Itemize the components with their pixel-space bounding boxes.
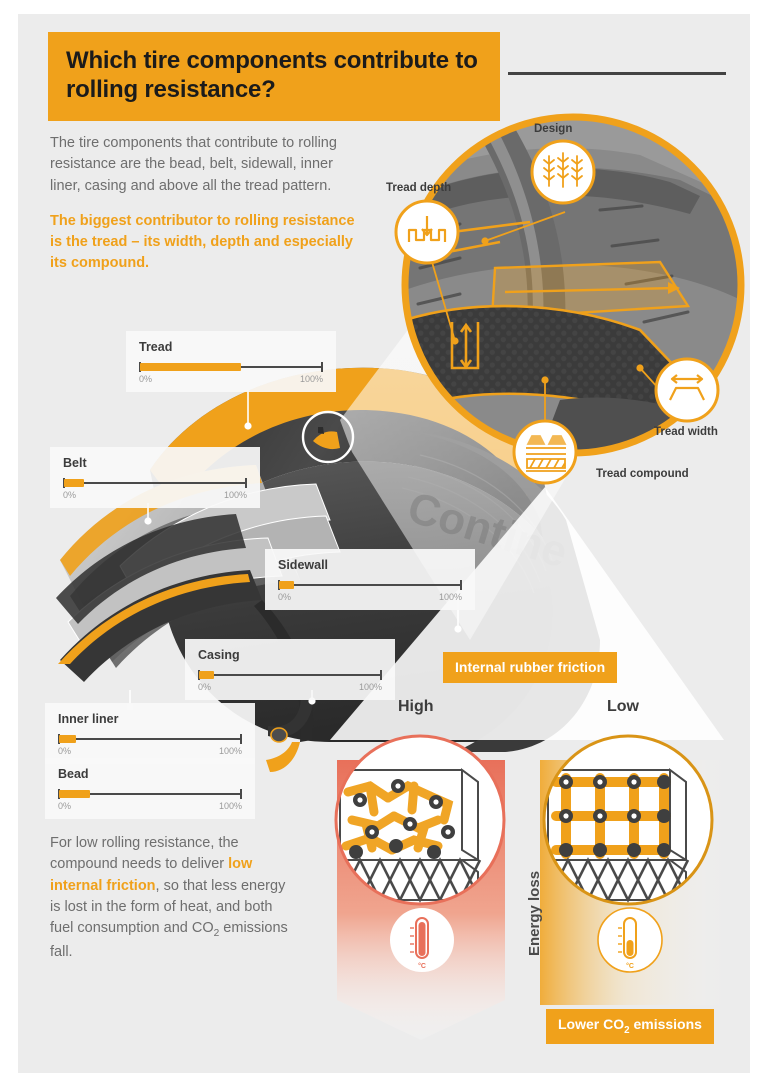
- slider-track: [199, 674, 381, 676]
- component-label: Sidewall: [278, 558, 329, 572]
- svg-text:°C: °C: [626, 962, 634, 970]
- internal-friction-badge: Internal rubber friction: [443, 652, 618, 683]
- slider-track: [59, 793, 241, 795]
- component-card-sidewall[interactable]: Sidewall 0% 100%: [265, 549, 475, 610]
- lower-co2-pre: Lower CO: [558, 1016, 625, 1032]
- outro-l6pre: fuel consumption and CO: [50, 920, 214, 937]
- callout-icon-tread-depth: [394, 199, 460, 265]
- component-slider[interactable]: [139, 362, 323, 372]
- intro-paragraph: The tire components that contribute to r…: [50, 135, 337, 194]
- component-label: Bead: [58, 767, 89, 781]
- component-label: Casing: [198, 648, 240, 662]
- scale-min: 0%: [198, 682, 212, 692]
- slider-cap-right: [380, 670, 382, 680]
- outro-block: For low rolling resistance, the compound…: [50, 833, 290, 963]
- scale-min: 0%: [58, 746, 72, 756]
- slider-track: [59, 738, 241, 740]
- intro-highlight: The biggest contributor to rolling resis…: [50, 212, 355, 271]
- component-slider[interactable]: [63, 478, 247, 488]
- low-label: Low: [607, 698, 639, 715]
- slider-scale: 0% 100%: [139, 374, 323, 384]
- outro-highlight: low internal friction: [50, 856, 253, 894]
- scale-min: 0%: [63, 490, 77, 500]
- component-card-bead[interactable]: Bead 0% 100%: [45, 758, 255, 819]
- energy-loss-text: Energy loss: [526, 870, 543, 956]
- slider-scale: 0% 100%: [58, 746, 242, 756]
- slider-scale: 0% 100%: [278, 592, 462, 602]
- callout-label-tread-width: Tread width: [654, 426, 718, 438]
- callout-label-tread-compound: Tread compound: [596, 468, 689, 480]
- component-card-casing[interactable]: Casing 0% 100%: [185, 639, 395, 700]
- svg-text:°C: °C: [418, 962, 426, 970]
- slider-cap-right: [240, 789, 242, 799]
- scale-max: 100%: [218, 746, 242, 756]
- component-slider[interactable]: [198, 670, 382, 680]
- component-label: Inner liner: [58, 712, 119, 726]
- slider-scale: 0% 100%: [63, 490, 247, 500]
- slider-scale: 0% 100%: [198, 682, 382, 692]
- page-top-margin: [0, 0, 768, 14]
- callout-icon-design: [530, 139, 596, 205]
- scale-min: 0%: [58, 801, 72, 811]
- outro-l1: For low rolling resistance,: [50, 835, 215, 851]
- scale-max: 100%: [438, 592, 462, 602]
- slider-fill: [140, 363, 242, 371]
- outro-l5: the form of heat, and both: [106, 898, 273, 915]
- scale-min: 0%: [278, 592, 292, 602]
- lower-co2-post: emissions: [629, 1016, 702, 1032]
- high-label: High: [398, 698, 434, 715]
- slider-fill: [279, 581, 294, 589]
- page-bottom-margin: [0, 1073, 768, 1087]
- lower-co2-sub: 2: [624, 1024, 630, 1036]
- slider-cap-right: [245, 478, 247, 488]
- callout-icon-tread-compound: [512, 419, 578, 485]
- component-card-tread[interactable]: Tread 0% 100%: [126, 331, 336, 392]
- component-card-belt[interactable]: Belt 0% 100%: [50, 447, 260, 508]
- component-slider[interactable]: [58, 789, 242, 799]
- slider-cap-right: [460, 580, 462, 590]
- outro-l2: the compound needs to: [50, 835, 239, 873]
- scale-max: 100%: [218, 801, 242, 811]
- component-slider[interactable]: [58, 734, 242, 744]
- low-friction-diagram: °C: [542, 734, 714, 973]
- outro-l4: so that less energy is lost in: [50, 877, 286, 915]
- scale-max: 100%: [223, 490, 247, 500]
- intro-block: The tire components that contribute to r…: [50, 133, 360, 274]
- scale-max: 100%: [299, 374, 323, 384]
- slider-fill: [199, 671, 214, 679]
- page-title-text: Which tire components contribute to roll…: [66, 47, 478, 104]
- outro-l3pre: deliver: [181, 856, 229, 873]
- scale-min: 0%: [139, 374, 153, 384]
- slider-fill: [59, 790, 91, 798]
- outro-l7: emissions fall.: [50, 920, 288, 961]
- slider-fill: [64, 479, 85, 487]
- component-slider[interactable]: [278, 580, 462, 590]
- slider-cap-right: [321, 362, 323, 372]
- title-rule: [508, 72, 726, 75]
- slider-track: [279, 584, 461, 586]
- callout-label-tread-depth: Tread depth: [386, 182, 452, 194]
- component-label: Tread: [139, 340, 173, 354]
- component-card-inner-liner[interactable]: Inner liner 0% 100%: [45, 703, 255, 764]
- slider-scale: 0% 100%: [58, 801, 242, 811]
- slider-fill: [59, 735, 76, 743]
- component-label: Belt: [63, 456, 87, 470]
- outro-paragraph: For low rolling resistance, the compound…: [50, 833, 290, 963]
- slider-track: [64, 482, 246, 484]
- scale-max: 100%: [358, 682, 382, 692]
- lower-co2-badge: Lower CO2 emissions: [546, 1009, 714, 1044]
- callout-icon-tread-width: [654, 357, 720, 423]
- energy-loss-axis-label: Energy loss: [506, 838, 543, 958]
- outro-l6sub: 2: [213, 928, 220, 940]
- page-title: Which tire components contribute to roll…: [48, 32, 500, 121]
- outro-l3post: ,: [155, 877, 160, 894]
- slider-cap-right: [240, 734, 242, 744]
- callout-label-design: Design: [534, 123, 573, 135]
- high-friction-diagram: °C: [334, 734, 506, 972]
